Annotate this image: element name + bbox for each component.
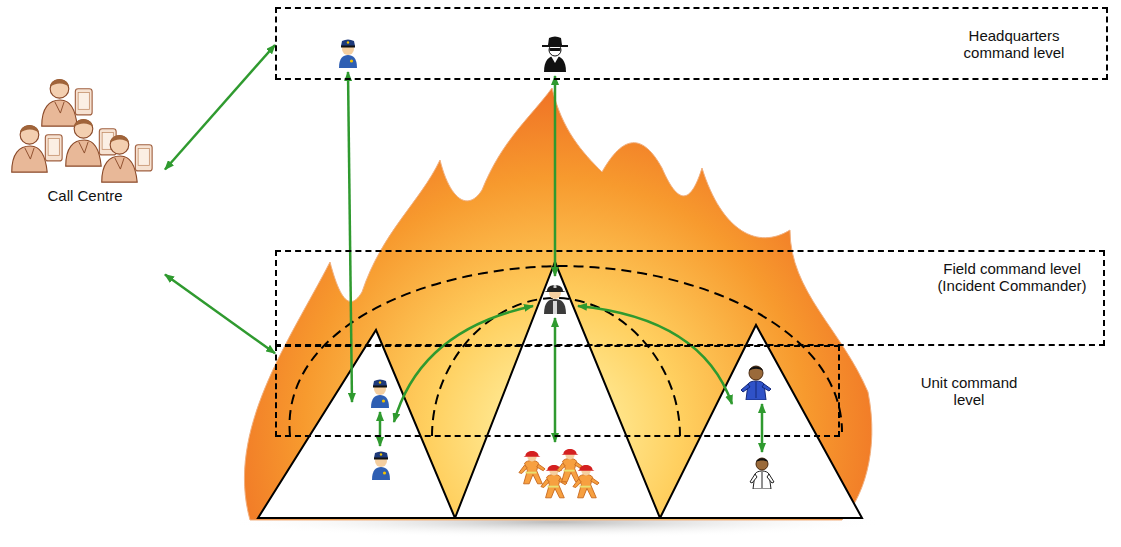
police-officer-icon xyxy=(372,452,390,481)
outer-arc xyxy=(289,266,842,436)
fire-triangle xyxy=(455,262,660,518)
command-band: Headquarters command level xyxy=(275,7,1108,80)
medical-triangle xyxy=(660,325,862,518)
operator-figure xyxy=(66,119,116,166)
communication-arrow xyxy=(165,275,275,354)
police-commander-icon xyxy=(371,380,389,409)
communication-arrow xyxy=(165,45,275,170)
level-label: Call Centre xyxy=(10,187,160,204)
firefighter-icon xyxy=(573,465,599,498)
call-centre: Call Centre xyxy=(5,75,165,285)
command-arrow xyxy=(554,318,557,442)
command-arrows xyxy=(348,72,762,452)
level-label: Unit command level xyxy=(913,374,1025,408)
command-arrow xyxy=(394,306,533,422)
level-label: Headquarters command level xyxy=(958,27,1070,61)
call-centre-figures xyxy=(12,79,152,182)
incident-commander-icon xyxy=(544,285,566,314)
medical-commander-icon xyxy=(741,366,771,400)
command-arrow xyxy=(379,412,382,446)
command-band: Field command level (Incident Commander) xyxy=(275,250,1105,346)
people-icons xyxy=(339,37,774,498)
medic-icon xyxy=(750,458,774,489)
dashed-arcs xyxy=(289,266,842,436)
agency-chief-icon xyxy=(542,37,568,73)
operator-figure xyxy=(102,135,152,182)
level-label: Field command level (Incident Commander) xyxy=(927,260,1097,294)
triangles xyxy=(258,262,862,518)
police-chief-icon xyxy=(339,40,357,69)
flame xyxy=(244,88,871,520)
command-arrow xyxy=(554,76,557,276)
command-arrow xyxy=(348,72,352,402)
firefighter-icon xyxy=(519,451,545,484)
police-triangle xyxy=(258,330,455,518)
command-arrow xyxy=(578,306,732,404)
command-band: Unit command level xyxy=(275,345,840,437)
operator-figure xyxy=(12,125,62,172)
command-arrow xyxy=(761,404,764,452)
